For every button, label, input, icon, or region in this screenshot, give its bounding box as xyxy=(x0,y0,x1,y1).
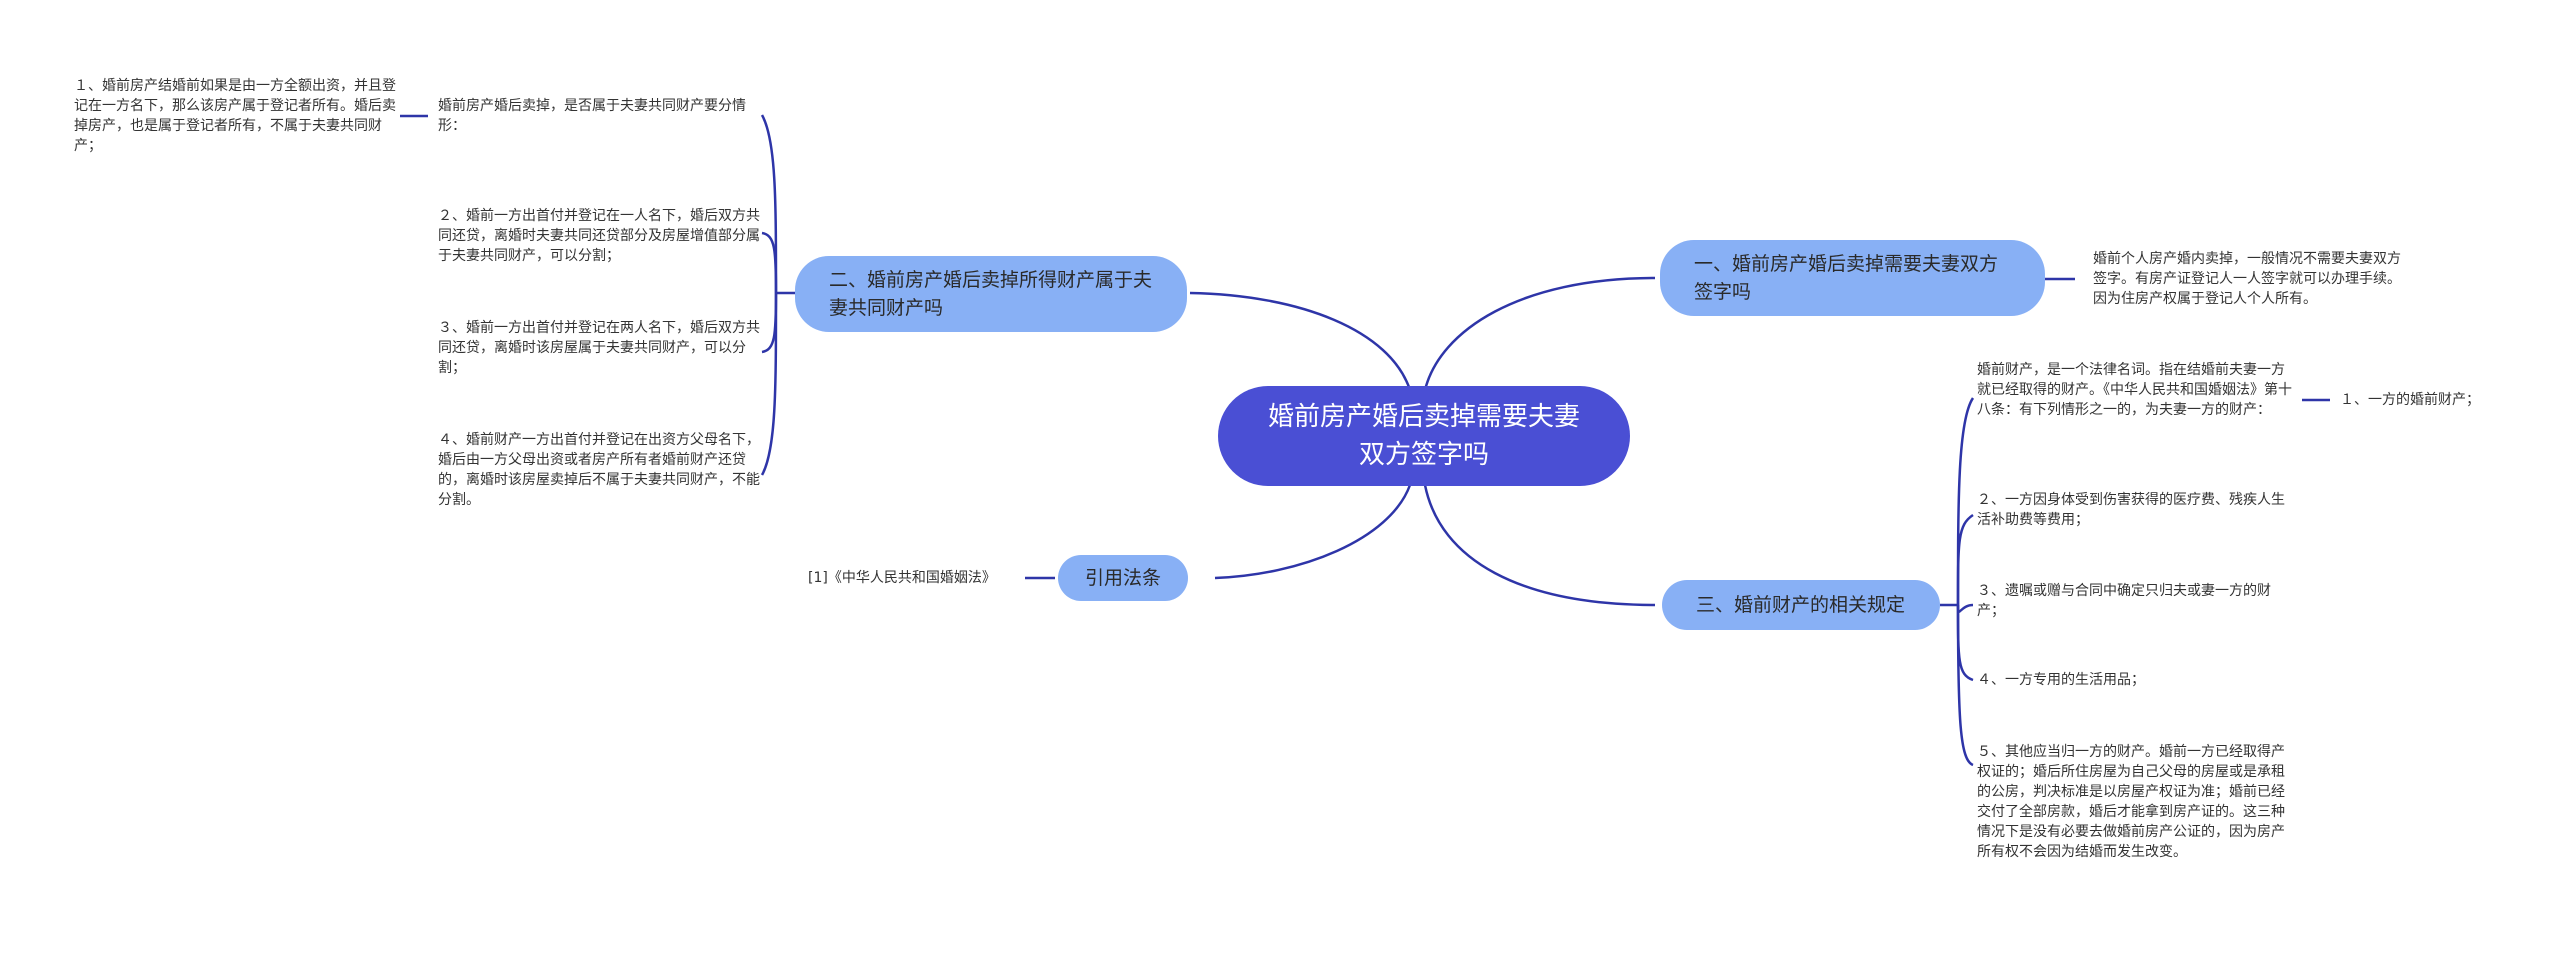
branch-1-label: 一、婚前房产婚后卖掉需要夫妻双方签字吗 xyxy=(1694,253,1999,303)
branch-2-leaf-4: ４、婚前财产一方出首付并登记在出资方父母名下，婚后由一方父母出资或者房产所有者婚… xyxy=(438,432,760,508)
branch-2-label: 二、婚前房产婚后卖掉所得财产属于夫妻共同财产吗 xyxy=(829,269,1153,319)
branch-2-leaf-1: 婚前房产婚后卖掉，是否属于夫妻共同财产要分情形： xyxy=(438,98,746,134)
branch-2-leaf-1-detail: １、婚前房产结婚前如果是由一方全额出资，并且登记在一方名下，那么该房产属于登记者… xyxy=(74,78,396,154)
root-title: 婚前房产婚后卖掉需要夫妻双方签字吗 xyxy=(1267,402,1580,470)
branch-3-leaf-1: 婚前财产，是一个法律名词。指在结婚前夫妻一方就已经取得的财产。《中华人民共和国婚… xyxy=(1977,362,2292,418)
branch-3-leaf-2: ２、一方因身体受到伤害获得的医疗费、残疾人生活补助费等费用； xyxy=(1977,492,2285,528)
branch-3-leaf-4: ４、一方专用的生活用品； xyxy=(1977,672,2145,688)
branch-2-node[interactable]: 二、婚前房产婚后卖掉所得财产属于夫妻共同财产吗 xyxy=(795,256,1187,332)
branch-1-leaf: 婚前个人房产婚内卖掉，一般情况不需要夫妻双方签字。有房产证登记人一人签字就可以办… xyxy=(2093,251,2401,307)
branch-3-leaf-3: ３、遗嘱或赠与合同中确定只归夫或妻一方的财产； xyxy=(1977,583,2271,619)
branch-1-node[interactable]: 一、婚前房产婚后卖掉需要夫妻双方签字吗 xyxy=(1660,240,2045,316)
branch-2-leaf-3: ３、婚前一方出首付并登记在两人名下，婚后双方共同还贷，离婚时该房屋属于夫妻共同财… xyxy=(438,320,760,376)
branch-2-leaf-2: ２、婚前一方出首付并登记在一人名下，婚后双方共同还贷，离婚时夫妻共同还贷部分及房… xyxy=(438,208,760,264)
citation-leaf: [1]《中华人民共和国婚姻法》 xyxy=(808,570,996,586)
citation-branch-label: 引用法条 xyxy=(1084,567,1161,589)
branch-3-leaf-5: ５、其他应当归一方的财产。婚前一方已经取得产权证的；婚后所住房屋为自己父母的房屋… xyxy=(1977,744,2285,860)
branch-3-label: 三、婚前财产的相关规定 xyxy=(1696,594,1906,616)
branch-3-leaf-1-detail: １、一方的婚前财产； xyxy=(2340,392,2480,408)
citation-branch-node[interactable]: 引用法条 xyxy=(1058,555,1188,601)
root-node[interactable]: 婚前房产婚后卖掉需要夫妻双方签字吗 xyxy=(1218,386,1630,486)
branch-3-node[interactable]: 三、婚前财产的相关规定 xyxy=(1662,580,1940,630)
